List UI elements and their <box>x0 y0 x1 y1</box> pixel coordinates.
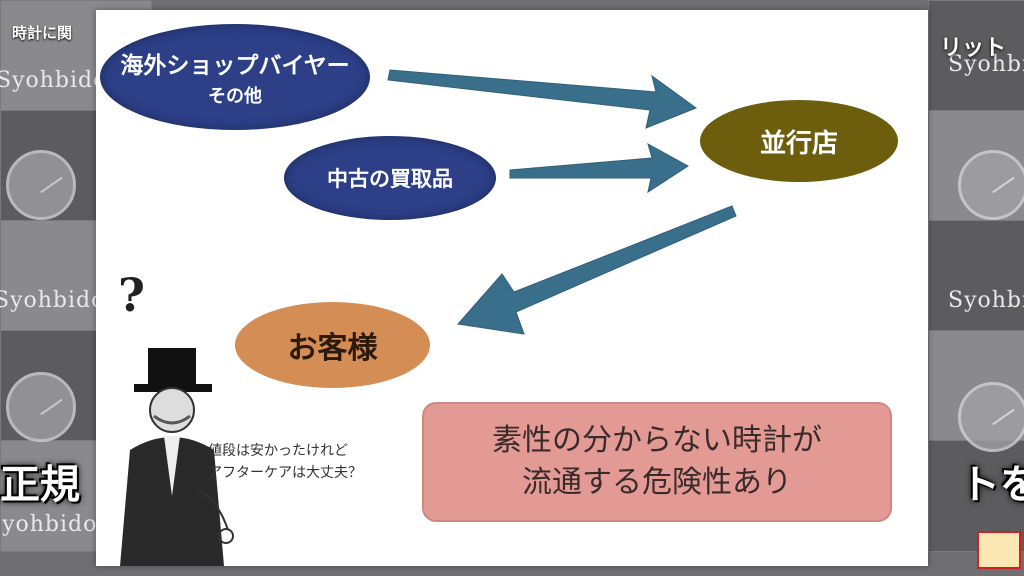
arrow-used-to-parallel <box>509 142 689 194</box>
warning-line-1: 素性の分からない時計が <box>492 423 822 458</box>
customer-oval: お客様 <box>235 302 430 388</box>
arrow-parallel-to-customer <box>457 205 737 335</box>
side-caption: リット <box>939 36 1006 61</box>
speech-line-2: アフターケアは大丈夫？ <box>208 465 362 481</box>
risk-warning-box: 素性の分からない時計が 流通する危険性あり <box>422 402 892 522</box>
subtitle-right: トを <box>960 462 1024 508</box>
brand-watermark: Syohbido <box>948 52 1024 77</box>
overseas-buyer-oval: 海外ショップバイヤー その他 <box>100 24 370 130</box>
next-video-thumbnail[interactable] <box>977 531 1021 569</box>
overseas-other-label: その他 <box>208 86 262 107</box>
pocket-watch-icon <box>6 150 76 220</box>
pocket-watch-icon <box>6 372 76 442</box>
slide: 海外ショップバイヤー その他 中古の買取品 並行店 お客様 ? 値段は安かったけ… <box>96 10 928 566</box>
backdrop-tile <box>928 0 1024 112</box>
arrow-overseas-to-parallel <box>387 69 698 129</box>
warning-line-2: 流通する危険性あり <box>522 465 792 500</box>
question-mark: ? <box>118 268 145 322</box>
brand-watermark: Syohbido <box>948 288 1024 313</box>
brand-watermark: Syohbido <box>0 68 108 93</box>
parallel-shop-oval: 並行店 <box>700 100 898 182</box>
subtitle-left: 正規 <box>0 462 80 508</box>
overseas-buyer-label: 海外ショップバイヤー <box>120 52 350 79</box>
brand-watermark: Syohbido <box>0 288 106 313</box>
pocket-watch-icon <box>958 150 1024 220</box>
customer-thought: 値段は安かったけれど アフターケアは大丈夫？ <box>208 440 362 484</box>
used-goods-label: 中古の買取品 <box>327 166 453 191</box>
pocket-watch-icon <box>958 382 1024 452</box>
used-goods-oval: 中古の買取品 <box>284 136 496 220</box>
customer-label: お客様 <box>287 331 378 366</box>
brand-watermark: Syohbido <box>0 512 98 537</box>
gentleman-illustration <box>120 348 234 566</box>
backdrop-tile <box>928 220 1024 332</box>
flow-arrows <box>387 69 737 335</box>
parallel-shop-label: 並行店 <box>759 128 838 159</box>
video-title: 時計に関 <box>12 24 73 42</box>
speech-line-1: 値段は安かったけれど <box>208 443 348 459</box>
